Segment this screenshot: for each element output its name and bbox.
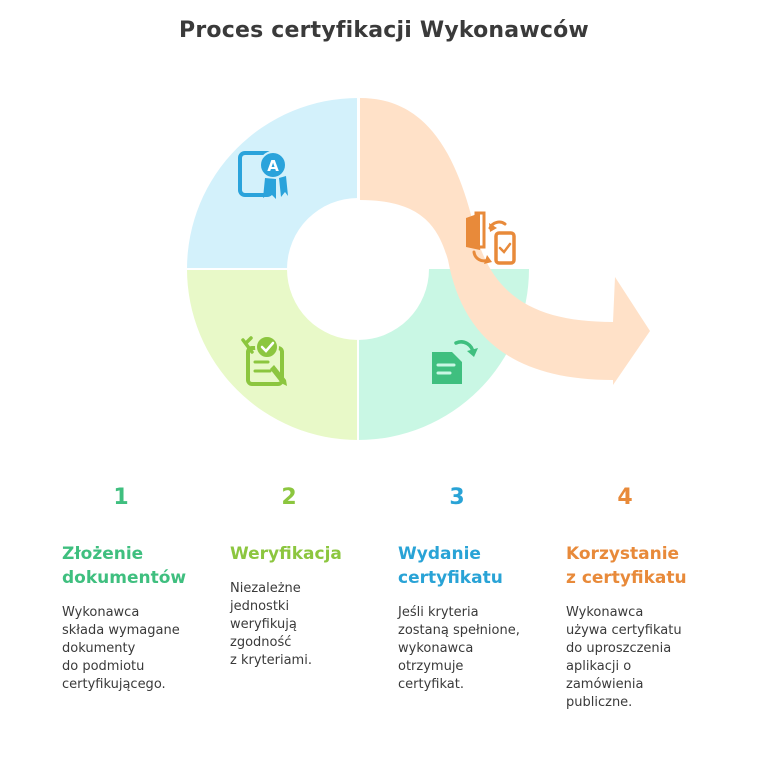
step-description: Wykonawca używa certyfikatu do uproszcze… — [566, 605, 682, 710]
segment-orange-arrow — [360, 98, 650, 385]
step-heading: Weryfikacja — [230, 544, 342, 564]
step-number: 3 — [449, 485, 465, 510]
step-heading: Korzystanie z certyfikatu — [566, 544, 687, 588]
step-heading: Wydanie certyfikatu — [398, 544, 503, 588]
document-arrow-icon — [432, 340, 478, 384]
transfer-phone-icon — [466, 211, 516, 265]
checklist-icon — [241, 335, 287, 386]
step-number: 4 — [617, 485, 633, 510]
svg-text:A: A — [267, 157, 279, 175]
step-4: 4 Korzystanie z certyfikatu Wykonawca uż… — [566, 485, 726, 712]
step-number: 2 — [281, 485, 297, 510]
cycle-diagram: A — [187, 98, 650, 440]
step-description: Wykonawca składa wymagane dokumenty do p… — [62, 605, 180, 692]
page-title: Proces certyfikacji Wykonawców — [179, 18, 589, 43]
step-description: Niezależne jednostki weryfikują zgodność… — [230, 581, 312, 668]
step-description: Jeśli kryteria zostaną spełnione, wykona… — [398, 605, 520, 692]
step-3: 3 Wydanie certyfikatu Jeśli kryteria zos… — [398, 485, 558, 694]
step-2: 2 Weryfikacja Niezależne jednostki weryf… — [230, 485, 390, 670]
step-heading: Złożenie dokumentów — [62, 544, 187, 588]
step-1: 1 Złożenie dokumentów Wykonawca składa w… — [62, 485, 222, 694]
step-number: 1 — [113, 485, 129, 510]
certificate-badge-icon: A — [238, 151, 288, 199]
